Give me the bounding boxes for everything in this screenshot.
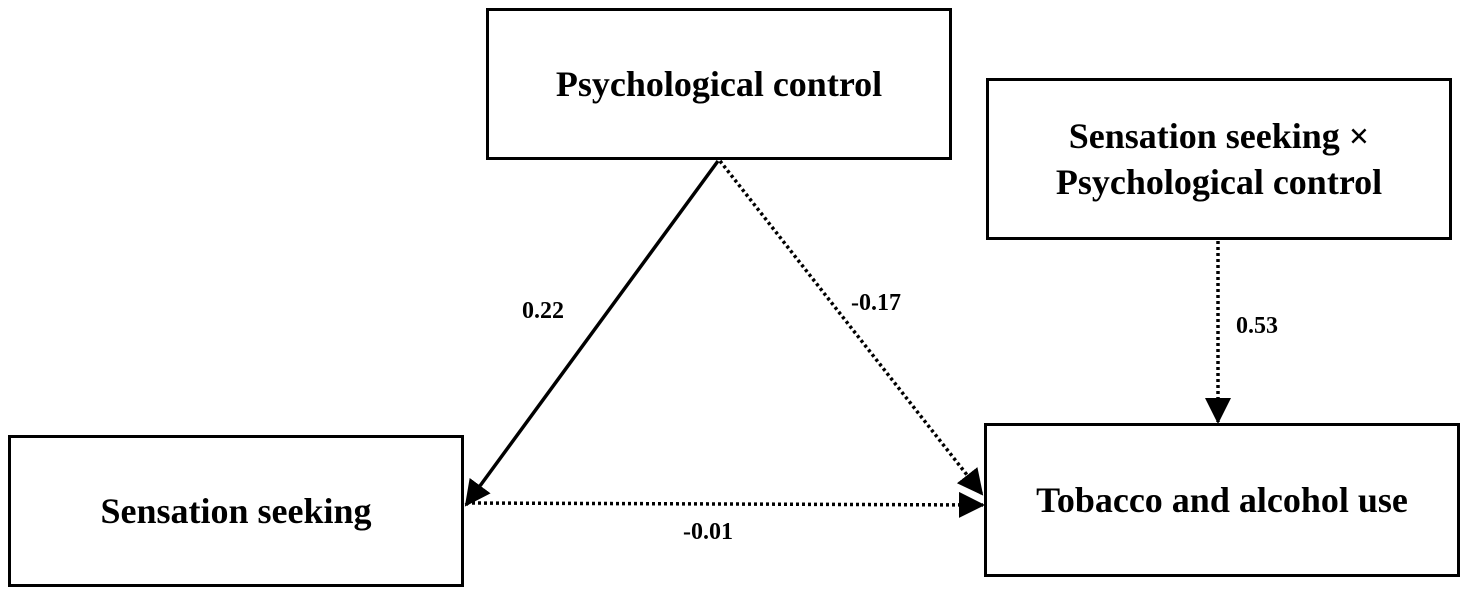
- coefficient-pc-to-ss: 0.22: [522, 298, 564, 324]
- node-tobacco-alcohol-use: Tobacco and alcohol use: [984, 423, 1460, 577]
- node-sensation-seeking-label: Sensation seeking: [100, 491, 372, 531]
- coefficient-int-to-tau: 0.53: [1236, 313, 1278, 339]
- node-interaction-label-line2: Psychological control: [1055, 162, 1383, 202]
- arrow-ss-to-tau: [465, 491, 985, 518]
- coefficient-ss-to-tau: -0.01: [683, 519, 733, 545]
- node-tobacco-alcohol-use-label: Tobacco and alcohol use: [1036, 480, 1408, 520]
- node-psychological-control-label: Psychological control: [555, 64, 883, 104]
- coefficient-pc-to-tau: -0.17: [851, 290, 901, 316]
- node-psychological-control: Psychological control: [486, 8, 952, 160]
- node-interaction-term: Sensation seeking × Psychological contro…: [986, 78, 1452, 240]
- arrow-pc-to-ss: [464, 159, 720, 507]
- node-sensation-seeking: Sensation seeking: [8, 435, 464, 587]
- node-interaction-text: Sensation seeking × Psychological contro…: [1056, 113, 1382, 205]
- arrow-pc-to-tau: [718, 159, 984, 496]
- node-interaction-label-line1: Sensation seeking ×: [1068, 116, 1370, 156]
